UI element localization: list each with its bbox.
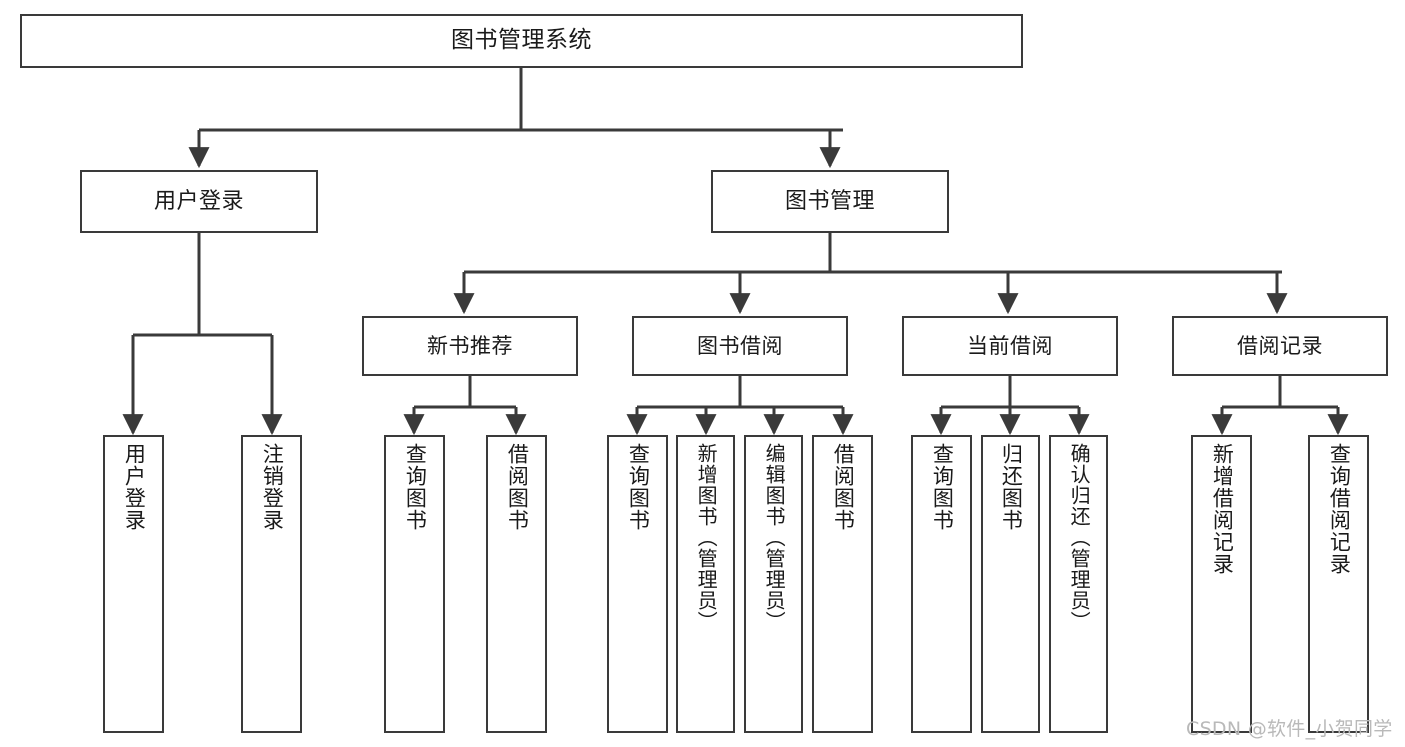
node-new-book-rec[interactable]: 新书推荐	[362, 316, 578, 376]
node-borrow-record[interactable]: 借阅记录	[1172, 316, 1388, 376]
node-leaf-add-record-label: 新增借阅记录	[1210, 443, 1235, 575]
node-leaf-borrow-book-2[interactable]: 借阅图书	[812, 435, 873, 733]
node-leaf-edit-book-label: 编辑图书（管理员）	[762, 443, 787, 632]
node-current-borrow-label: 当前借阅	[967, 333, 1053, 358]
node-leaf-return-book-label: 归还图书	[999, 443, 1024, 531]
node-leaf-query-book-3[interactable]: 查询图书	[911, 435, 972, 733]
node-leaf-confirm-return[interactable]: 确认归还（管理员）	[1049, 435, 1108, 733]
node-leaf-query-record[interactable]: 查询借阅记录	[1308, 435, 1369, 733]
node-leaf-add-record[interactable]: 新增借阅记录	[1191, 435, 1252, 733]
node-root-label: 图书管理系统	[451, 27, 592, 54]
node-user-login-label: 用户登录	[153, 188, 244, 214]
node-leaf-add-book[interactable]: 新增图书（管理员）	[676, 435, 735, 733]
node-leaf-return-book[interactable]: 归还图书	[981, 435, 1040, 733]
node-leaf-borrow-book-2-label: 借阅图书	[831, 443, 856, 531]
node-user-login[interactable]: 用户登录	[80, 170, 318, 233]
node-leaf-user-login-label: 用户登录	[122, 443, 147, 531]
node-leaf-query-book-2[interactable]: 查询图书	[607, 435, 668, 733]
node-book-borrow-label: 图书借阅	[697, 333, 783, 358]
node-leaf-logout-label: 注销登录	[260, 443, 285, 531]
node-leaf-borrow-book-1-label: 借阅图书	[505, 443, 530, 531]
node-leaf-query-record-label: 查询借阅记录	[1327, 443, 1352, 575]
node-leaf-borrow-book-1[interactable]: 借阅图书	[486, 435, 547, 733]
node-leaf-query-book-2-label: 查询图书	[626, 443, 651, 531]
node-leaf-query-book-1-label: 查询图书	[403, 443, 428, 531]
node-leaf-edit-book[interactable]: 编辑图书（管理员）	[744, 435, 803, 733]
node-leaf-query-book-1[interactable]: 查询图书	[384, 435, 445, 733]
node-leaf-add-book-label: 新增图书（管理员）	[694, 443, 719, 632]
node-book-manage-label: 图书管理	[784, 188, 875, 214]
node-leaf-query-book-3-label: 查询图书	[930, 443, 955, 531]
node-root[interactable]: 图书管理系统	[20, 14, 1023, 68]
node-leaf-logout[interactable]: 注销登录	[241, 435, 302, 733]
node-book-manage[interactable]: 图书管理	[711, 170, 949, 233]
node-new-book-rec-label: 新书推荐	[427, 333, 513, 358]
node-leaf-confirm-return-label: 确认归还（管理员）	[1067, 443, 1092, 632]
node-current-borrow[interactable]: 当前借阅	[902, 316, 1118, 376]
node-borrow-record-label: 借阅记录	[1237, 333, 1323, 358]
csdn-watermark: CSDN @软件_小贺同学	[1186, 718, 1393, 740]
node-leaf-user-login[interactable]: 用户登录	[103, 435, 164, 733]
node-book-borrow[interactable]: 图书借阅	[632, 316, 848, 376]
